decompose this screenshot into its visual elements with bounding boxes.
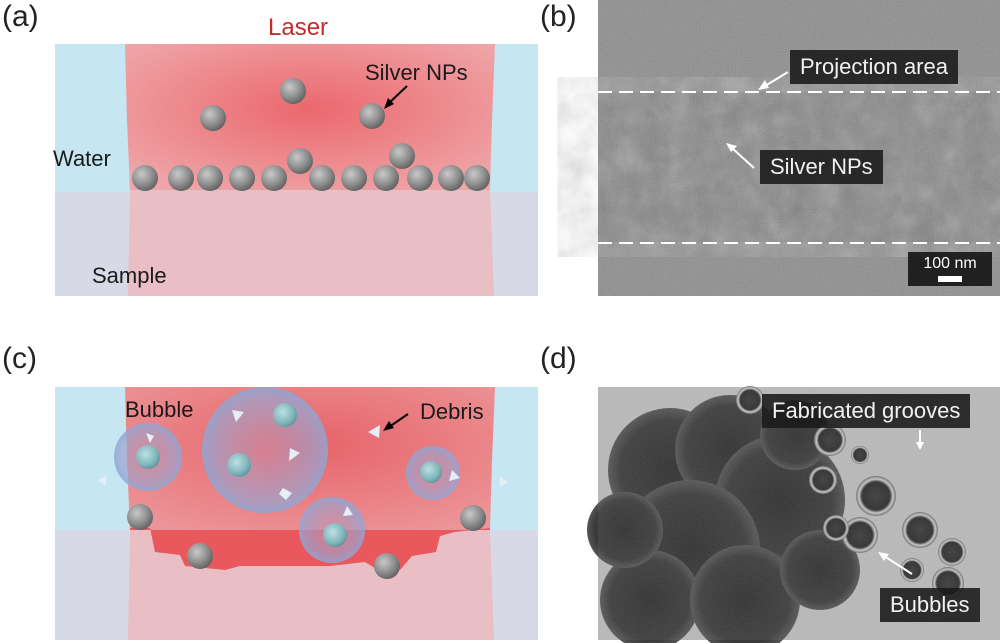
laser-label: Laser (268, 14, 329, 41)
silver-np (438, 165, 464, 191)
silver-np (464, 165, 490, 191)
silver-np (127, 504, 153, 530)
scale-bar (938, 276, 962, 282)
silver-np (341, 165, 367, 191)
silver-np (373, 165, 399, 191)
debris-label: Debris (420, 399, 484, 424)
silver-nps-b-label: Silver NPs (760, 150, 883, 184)
sem-image (598, 0, 1000, 296)
silver-np (261, 165, 287, 191)
panel-b-label: (b) (540, 0, 577, 33)
scale-bar-label: 100 nm (923, 255, 977, 272)
nps-arrow (726, 143, 755, 169)
debris (232, 410, 244, 422)
silver-np (132, 165, 158, 191)
silver-np (309, 165, 335, 191)
water-label: Water (53, 146, 111, 171)
panel-a-diagram (55, 44, 538, 296)
debris (368, 425, 380, 438)
debris (343, 506, 353, 516)
silver-np (227, 453, 251, 477)
silver-np (460, 505, 486, 531)
debris (146, 433, 154, 443)
silver-np (374, 553, 400, 579)
panel-a: (a) (0, 0, 560, 310)
silver-np (187, 543, 213, 569)
debris (98, 476, 106, 486)
silver-np (359, 103, 385, 129)
silver-nps-label: Silver NPs (365, 60, 468, 85)
silver-np (273, 403, 297, 427)
sample-label: Sample (92, 263, 167, 288)
debris (279, 488, 292, 500)
panel-d: (d) (540, 330, 1000, 643)
fabricated-grooves-label: Fabricated grooves (762, 394, 971, 428)
silver-np (168, 165, 194, 191)
silver-np (420, 461, 442, 483)
panel-b: (b) Projection area (540, 0, 1000, 310)
panel-c-label: (c) (2, 342, 37, 375)
scale-bar-box: 100 nm (908, 252, 992, 286)
silver-np (136, 445, 160, 469)
debris (449, 470, 460, 481)
silver-np (407, 165, 433, 191)
laser-beam-sample (128, 190, 494, 296)
silver-np (229, 165, 255, 191)
silver-nps (132, 78, 490, 191)
silver-np (287, 148, 313, 174)
debris-fragments (98, 410, 508, 516)
silver-np (389, 143, 415, 169)
bubble-label: Bubble (125, 397, 194, 422)
bubbles-label: Bubbles (880, 588, 980, 622)
silver-np (323, 523, 347, 547)
debris (289, 448, 300, 461)
panel-c-diagram (55, 387, 538, 640)
bubble (202, 387, 328, 513)
silver-np (197, 165, 223, 191)
debris (500, 477, 508, 486)
grooves-arrow (916, 430, 924, 450)
projection-area-label: Projection area (790, 50, 958, 84)
debris-arrow (383, 413, 409, 431)
silver-np (280, 78, 306, 104)
silver-np (200, 105, 226, 131)
projection-arrow (758, 71, 789, 90)
panel-c: (c) (0, 330, 560, 643)
panel-a-label: (a) (2, 0, 39, 33)
np-arrow (384, 85, 408, 109)
bubbles-arrow (878, 552, 913, 575)
panel-d-label: (d) (540, 342, 577, 375)
